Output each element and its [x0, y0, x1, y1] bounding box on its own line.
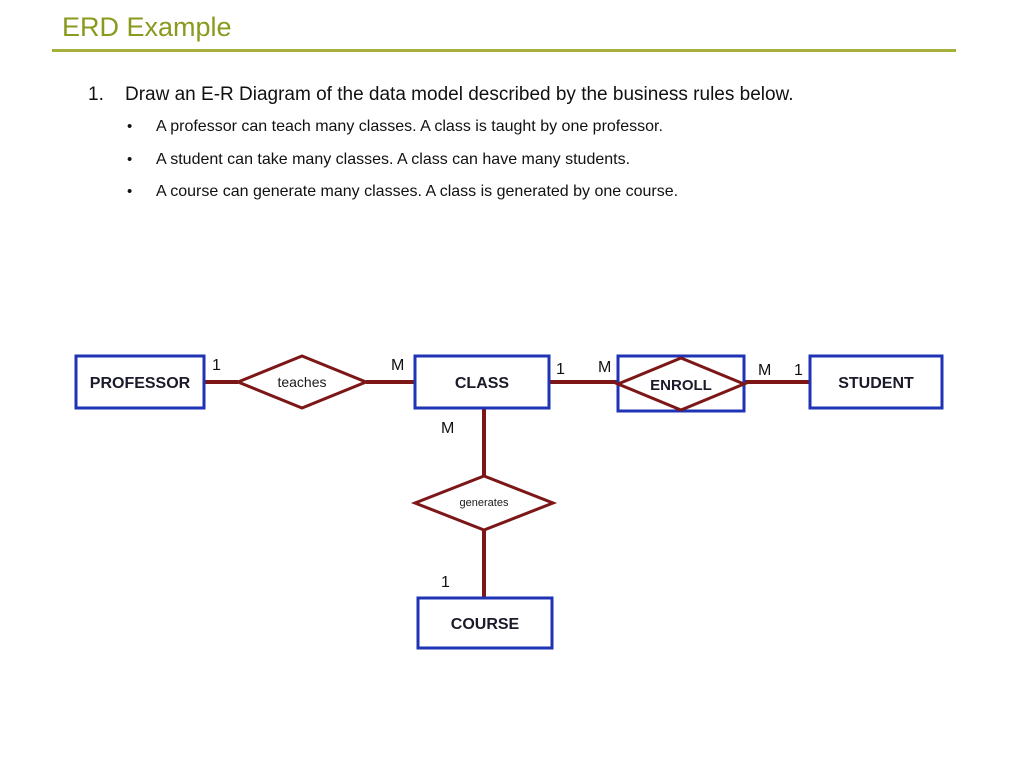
list-item: • A course can generate many classes. A …: [127, 183, 678, 216]
cardinality-enroll-right: M: [758, 362, 771, 379]
entity-student-label: STUDENT: [838, 375, 914, 392]
cardinality-student-enroll: 1: [794, 362, 803, 379]
entity-class-box[interactable]: [413, 354, 551, 410]
relationship-teaches-diamond[interactable]: [234, 354, 370, 410]
list-item: • A professor can teach many classes. A …: [127, 118, 678, 151]
cardinality-class-generates: M: [441, 420, 454, 437]
cardinality-teaches-class: M: [391, 357, 404, 374]
entity-class-label: CLASS: [455, 375, 510, 392]
question-number: 1.: [88, 84, 104, 105]
list-item: • A student can take many classes. A cla…: [127, 151, 678, 184]
entity-student-box[interactable]: [808, 354, 944, 410]
cardinality-course-generates: 1: [441, 574, 450, 591]
question: 1. Draw an E-R Diagram of the data model…: [88, 84, 794, 106]
business-rule-text: A student can take many classes. A class…: [156, 150, 631, 168]
bullet-icon: •: [127, 118, 133, 135]
relationship-generates-diamond[interactable]: [410, 474, 558, 532]
cardinality-enroll-left: M: [598, 359, 611, 376]
relationship-teaches-label: teaches: [277, 374, 326, 390]
entity-course-box[interactable]: [416, 596, 554, 650]
bullet-icon: •: [127, 183, 133, 200]
business-rule-text: A professor can teach many classes. A cl…: [156, 118, 663, 135]
entity-professor-box[interactable]: [74, 354, 206, 410]
entity-professor-label: PROFESSOR: [90, 375, 191, 392]
relationship-generates-label: generates: [460, 497, 509, 509]
question-text: Draw an E-R Diagram of the data model de…: [125, 84, 794, 105]
business-rule-text: A course can generate many classes. A cl…: [156, 183, 679, 200]
title-rule: [52, 49, 956, 52]
entity-course-label: COURSE: [451, 616, 520, 633]
bullet-icon: •: [127, 150, 133, 168]
business-rules-list: • A professor can teach many classes. A …: [127, 118, 678, 216]
relationship-enroll-label: ENROLL: [650, 377, 712, 394]
cardinality-professor-teaches: 1: [212, 357, 221, 374]
cardinality-class-enroll: 1: [556, 361, 565, 378]
slide-title: ERD Example: [62, 12, 232, 42]
relationship-enroll-diamond[interactable]: [614, 356, 748, 412]
